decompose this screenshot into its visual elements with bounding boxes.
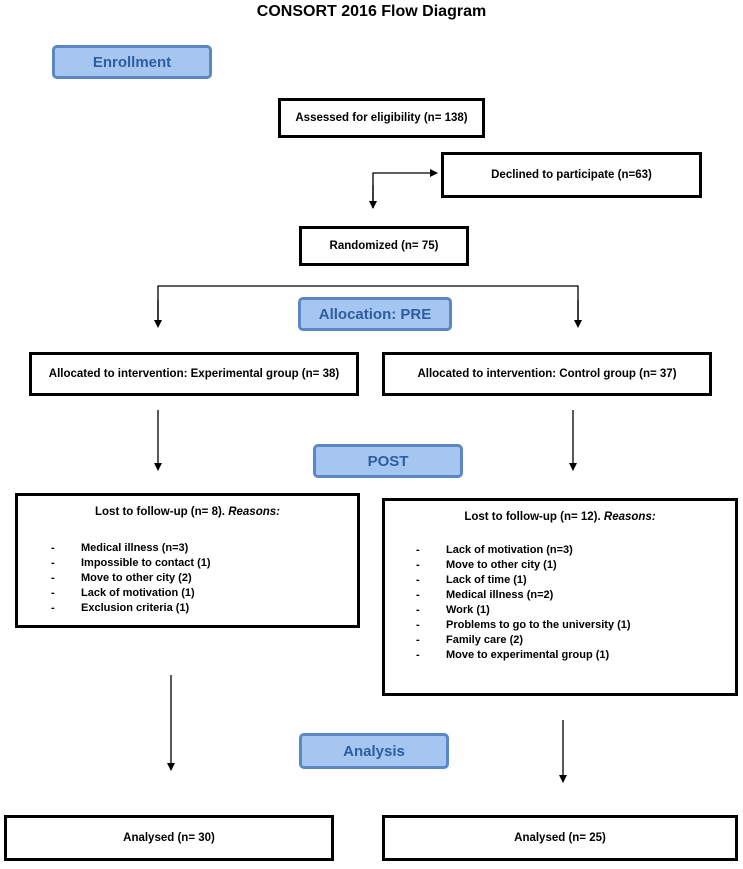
stage-post: POST [313,444,463,478]
lost-followup-control-box: Lost to follow-up (n= 12). Reasons: Lack… [382,498,738,696]
reason-item: Medical illness (n=2) [416,588,631,603]
declined-connector [372,169,438,208]
allocated-experimental-box: Allocated to intervention: Experimental … [29,352,359,396]
lost-followup-experimental-count: Lost to follow-up (n= 8). [95,506,229,518]
allocated-control-box: Allocated to intervention: Control group… [382,352,712,396]
reason-item: Lack of motivation (n=3) [416,543,631,558]
reason-item: Lack of motivation (1) [51,586,211,601]
lost-followup-experimental-reasons: Medical illness (n=3) Impossible to cont… [51,541,211,616]
assessed-box: Assessed for eligibility (n= 138) [278,98,485,138]
reason-item: Family care (2) [416,633,631,648]
stage-enrollment: Enrollment [52,45,212,79]
reason-item: Move to other city (1) [416,558,631,573]
stage-analysis: Analysis [299,733,449,769]
lost-followup-control-count: Lost to follow-up (n= 12). [464,511,604,523]
lost-followup-control-reasons-label: Reasons: [603,511,656,523]
randomized-box: Randomized (n= 75) [299,226,469,266]
reason-item: Move to other city (2) [51,571,211,586]
reason-item: Move to experimental group (1) [416,648,631,663]
stage-allocation: Allocation: PRE [298,297,452,331]
lost-followup-control-heading: Lost to follow-up (n= 12). Reasons: [385,511,735,523]
declined-box: Declined to participate (n=63) [441,152,702,198]
diagram-title: CONSORT 2016 Flow Diagram [256,3,487,20]
lost-followup-experimental-heading: Lost to follow-up (n= 8). Reasons: [18,506,357,518]
reason-item: Exclusion criteria (1) [51,601,211,616]
lost-followup-experimental-reasons-label: Reasons: [228,506,280,518]
analysed-experimental-box: Analysed (n= 30) [4,815,334,861]
analysed-control-box: Analysed (n= 25) [382,815,738,861]
reason-item: Lack of time (1) [416,573,631,588]
lost-followup-control-reasons: Lack of motivation (n=3) Move to other c… [416,543,631,663]
reason-item: Impossible to contact (1) [51,556,211,571]
reason-item: Medical illness (n=3) [51,541,211,556]
lost-followup-experimental-box: Lost to follow-up (n= 8). Reasons: Medic… [15,493,360,628]
reason-item: Problems to go to the university (1) [416,618,631,633]
reason-item: Work (1) [416,603,631,618]
